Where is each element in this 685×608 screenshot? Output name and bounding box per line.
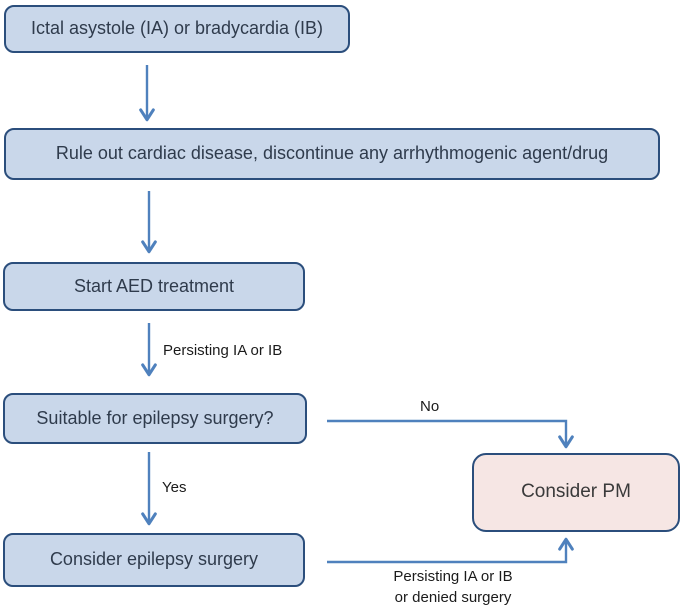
node-rule-out-cardiac: Rule out cardiac disease, discontinue an…: [4, 128, 660, 180]
edge-label-persisting-or-denied: Persisting IA or IB or denied surgery: [372, 566, 534, 608]
node-consider-pm: Consider PM: [472, 453, 680, 532]
arrow-surgery-to-pm: [327, 537, 574, 564]
node-ictal-asystole: Ictal asystole (IA) or bradycardia (IB): [4, 5, 350, 53]
node-consider-surgery: Consider epilepsy surgery: [3, 533, 305, 587]
arrow-no-to-pm: [327, 419, 574, 449]
node-suitable-surgery: Suitable for epilepsy surgery?: [3, 393, 307, 444]
edge-label-persisting-or-denied-line1: Persisting IA or IB: [393, 568, 513, 585]
edge-label-persisting-ia-ib: Persisting IA or IB: [163, 342, 283, 359]
edge-label-yes: Yes: [162, 479, 187, 496]
edge-label-persisting-or-denied-line2: or denied surgery: [394, 589, 512, 606]
node-start-aed: Start AED treatment: [3, 262, 305, 311]
edge-label-no: No: [420, 398, 440, 415]
